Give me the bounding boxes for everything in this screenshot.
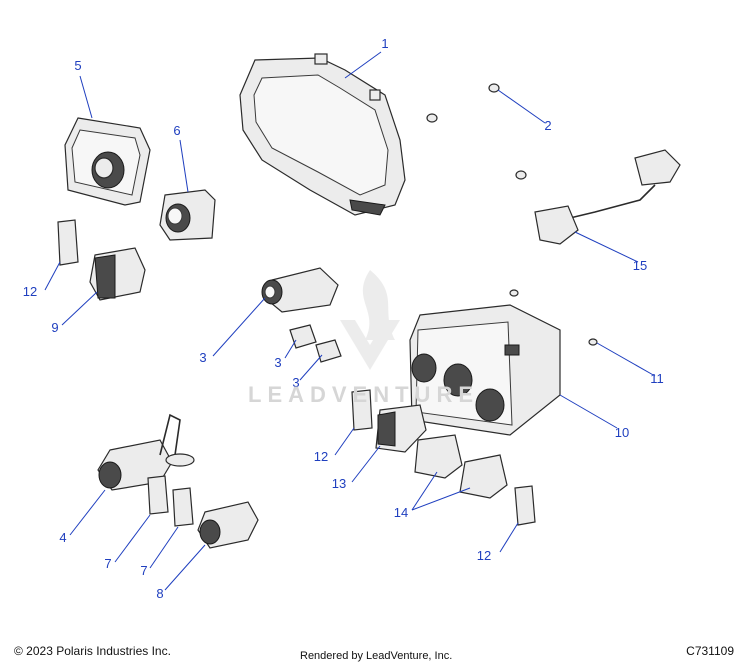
part-14-switch-modules [414, 434, 508, 499]
part-11-screws [509, 289, 598, 346]
callout-2: 2 [544, 118, 551, 133]
callout-9: 9 [51, 320, 58, 335]
callout-1: 1 [381, 36, 388, 51]
part-7-blank-left [147, 475, 169, 515]
part-12-switch-blank-center [351, 389, 373, 431]
part-7-blank-right [172, 487, 194, 527]
part-4-power-outlet [97, 413, 195, 491]
part-2-screws [426, 83, 527, 180]
leader-lines [44, 51, 656, 591]
watermark-logo [340, 270, 400, 370]
callout-8: 8 [156, 586, 163, 601]
callout-11: 11 [650, 371, 664, 386]
callout-15: 15 [633, 258, 647, 273]
part-6-rotary-switch [159, 189, 216, 241]
part-3-ignition-switch [261, 267, 339, 313]
part-13-rocker-switch [375, 404, 427, 453]
part-12-switch-blank-right [514, 485, 536, 526]
part-12-switch-blank-left [57, 219, 79, 266]
callout-3: 3 [274, 355, 281, 370]
copyright-text: © 2023 Polaris Industries Inc. [14, 644, 171, 658]
part-9-rocker-switch [89, 247, 146, 301]
callout-7: 7 [140, 563, 147, 578]
callout-14: 14 [394, 505, 408, 520]
part-8-usb-outlet [197, 501, 259, 549]
part-1-instrument-cluster [239, 53, 406, 216]
callout-12: 12 [477, 548, 491, 563]
callout-13: 13 [332, 476, 346, 491]
callout-3: 3 [199, 350, 206, 365]
callout-10: 10 [615, 425, 629, 440]
watermark-text: LEADVENTURE [248, 382, 480, 407]
part-15-wire-harness [534, 149, 681, 245]
rendered-by-text: Rendered by LeadVenture, Inc. [300, 650, 453, 662]
callout-4: 4 [59, 530, 66, 545]
callout-3: 3 [292, 375, 299, 390]
callout-12: 12 [314, 449, 328, 464]
diagram-code: C731109 [686, 644, 734, 658]
callout-5: 5 [74, 58, 81, 73]
callout-6: 6 [173, 123, 180, 138]
part-3-lock-cylinders [289, 324, 342, 363]
part-10-hvac-control [409, 304, 561, 436]
callout-7: 7 [104, 556, 111, 571]
part-5-switch-panel [64, 117, 151, 206]
callout-12: 12 [23, 284, 37, 299]
